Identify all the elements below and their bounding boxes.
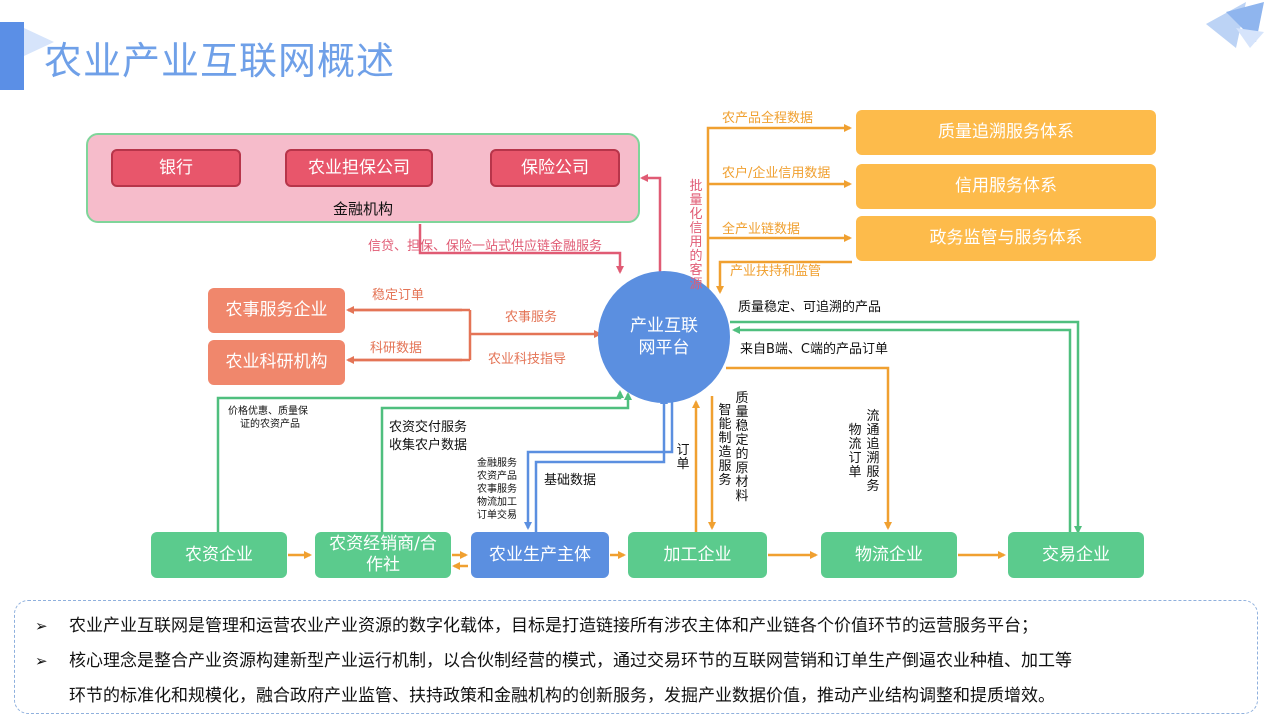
chain-input-supplier: 农资企业 (151, 532, 287, 578)
summary-point-2-cont: 环节的标准化和规模化，融合政府产业监管、扶持政策和金融机构的创新服务，发掘产业数… (29, 679, 1237, 714)
label-orders: 订单 (676, 443, 690, 472)
corner-decoration (1206, 2, 1264, 48)
label-producer-service-2: 农资产品 (477, 471, 517, 482)
label-collect-data: 收集农户数据 (389, 438, 468, 453)
summary-text-1: 农业产业互联网是管理和运营农业产业资源的数字化载体，目标是打造链接所有涉农主体和… (69, 616, 1038, 636)
insurance-box: 保险公司 (490, 149, 620, 187)
label-credit-source: 批量化信用的客源 (689, 179, 703, 292)
label-traceability: 流通追溯服务 (866, 409, 880, 494)
finance-group-label: 金融机构 (332, 200, 393, 218)
bullet-icon: ➢ (35, 617, 48, 635)
label-materials: 质量稳定的原材料 (735, 391, 749, 504)
label-full-data: 农产品全程数据 (722, 111, 814, 126)
label-research-data: 科研数据 (370, 341, 423, 356)
agri-service-enterprise: 农事服务企业 (208, 288, 345, 333)
label-bc-orders: 来自B端、C端的产品订单 (740, 342, 888, 357)
bullet-icon: ➢ (35, 652, 48, 670)
label-finance-services: 信贷、担保、保险一站式供应链金融服务 (368, 239, 603, 254)
hub-line-1: 产业互联 (630, 316, 698, 336)
label-tech-guidance: 农业科技指导 (488, 352, 567, 367)
label-input-products-1: 价格优惠、质量保 (228, 406, 308, 417)
credit-system: 信用服务体系 (856, 164, 1156, 209)
label-producer-service-1: 金融服务 (477, 458, 517, 469)
label-farm-service: 农事服务 (505, 310, 558, 325)
label-input-products-2: 证的农资产品 (240, 419, 300, 430)
summary-point-2: ➢ 核心理念是整合产业资源构建新型产业运行机制，以合伙制经营的模式，通过交易环节… (29, 644, 1237, 679)
quality-trace-system: 质量追溯服务体系 (856, 110, 1156, 155)
label-basic-data: 基础数据 (544, 473, 597, 488)
label-logistics-orders: 物流订单 (848, 423, 862, 480)
agri-research-institute: 农业科研机构 (208, 340, 345, 385)
label-producer-service-3: 农事服务 (477, 484, 517, 495)
label-support-regulation: 产业扶持和监管 (730, 264, 822, 279)
chain-producer: 农业生产主体 (471, 532, 609, 578)
label-credit-data: 农户/企业信用数据 (722, 166, 831, 181)
label-input-delivery: 农资交付服务 (389, 420, 468, 435)
label-smart-mfg: 智能制造服务 (718, 403, 732, 488)
label-producer-service-4: 物流加工 (477, 497, 517, 508)
label-quality-products: 质量稳定、可追溯的产品 (738, 300, 882, 315)
agri-guarantee-box: 农业担保公司 (285, 149, 433, 187)
label-producer-service-5: 订单交易 (477, 510, 517, 521)
label-stable-orders: 稳定订单 (372, 288, 425, 303)
page-title: 农业产业互联网概述 (44, 39, 396, 83)
chain-trading: 交易企业 (1008, 532, 1144, 578)
summary-panel: ➢ 农业产业互联网是管理和运营农业产业资源的数字化载体，目标是打造链接所有涉农主… (14, 600, 1258, 714)
summary-text-2a: 核心理念是整合产业资源构建新型产业运行机制，以合伙制经营的模式，通过交易环节的互… (69, 651, 1072, 671)
gov-regulation-system: 政务监管与服务体系 (856, 216, 1156, 261)
summary-point-1: ➢ 农业产业互联网是管理和运营农业产业资源的数字化载体，目标是打造链接所有涉农主… (29, 609, 1237, 644)
bank-box: 银行 (111, 149, 241, 187)
chain-processor: 加工企业 (628, 532, 767, 578)
hub-line-2: 网平台 (638, 338, 690, 358)
platform-hub: 产业互联网平台 (598, 271, 730, 403)
title-accent-triangle (24, 28, 54, 56)
summary-text-2b: 环节的标准化和规模化，融合政府产业监管、扶持政策和金融机构的创新服务，发掘产业数… (69, 686, 1055, 706)
chain-logistics: 物流企业 (821, 532, 957, 578)
chain-input-dealer: 农资经销商/合作社 (315, 532, 451, 578)
title-accent-bar (0, 22, 24, 90)
label-chain-data: 全产业链数据 (722, 222, 801, 237)
